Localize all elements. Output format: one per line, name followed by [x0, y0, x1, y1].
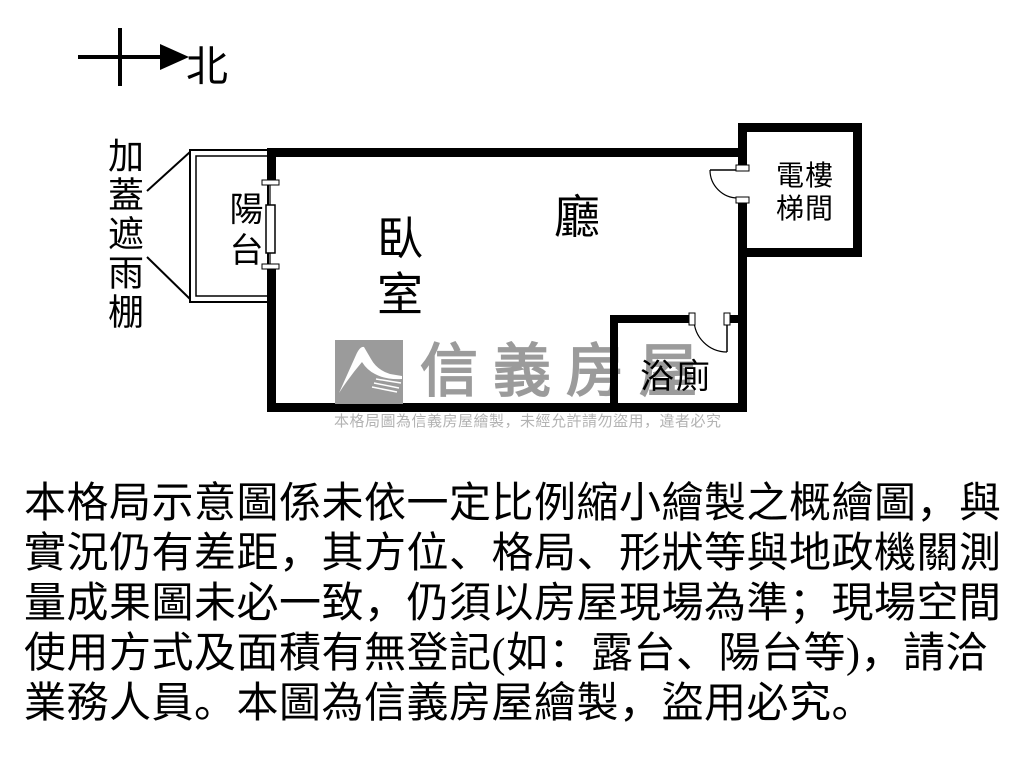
room-label-elevator-stair: 電樓 梯間	[770, 160, 840, 226]
walls	[267, 123, 862, 412]
disclaimer-line: 使用方式及面積有無登記(如：露台、陽台等)，請洽	[24, 631, 988, 677]
elevator-door-icon	[709, 164, 750, 204]
elevator-label-line1: 電樓	[775, 161, 834, 192]
canopy-label: 加蓋遮雨棚	[103, 137, 143, 332]
bathroom-door-icon	[688, 312, 731, 353]
balcony-window-icon	[261, 179, 280, 270]
watermark-brand: 信義房屋	[420, 339, 713, 404]
disclaimer-line: 實況仍有差距，其方位、格局、形狀等與地政機關測	[24, 531, 1002, 577]
room-label-balcony: 陽台	[224, 191, 261, 273]
room-label-bathroom: 浴廁	[640, 359, 712, 396]
canopy-leader-lines	[146, 151, 191, 300]
disclaimer-line: 業務人員。本圖為信義房屋繪製，盜用必究。	[24, 681, 875, 727]
elevator-label-line2: 梯間	[775, 194, 834, 225]
disclaimer-line: 本格局示意圖係未依一定比例縮小繪製之概繪圖，與	[24, 481, 1002, 527]
north-label: 北	[186, 45, 229, 91]
watermark-notice: 本格局圖為信義房屋繪製，未經允許請勿盜用，違者必究	[334, 414, 722, 430]
disclaimer-text: 本格局示意圖係未依一定比例縮小繪製之概繪圖，與 實況仍有差距，其方位、格局、形狀…	[24, 479, 1002, 729]
north-arrow-icon	[78, 28, 189, 86]
disclaimer-line: 量成果圖未必一致，仍須以房屋現場為準；現場空間	[24, 581, 1002, 627]
room-label-bedroom: 臥室	[371, 214, 422, 326]
sinyi-logo-icon	[335, 340, 403, 404]
room-label-living-room: 廳	[554, 192, 600, 243]
